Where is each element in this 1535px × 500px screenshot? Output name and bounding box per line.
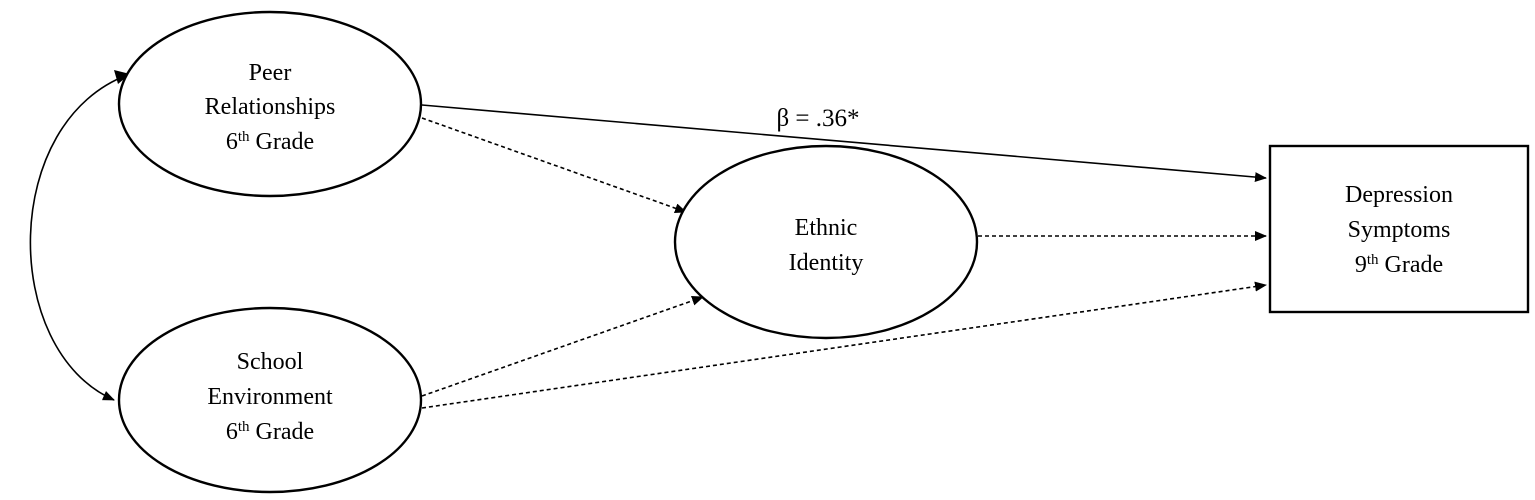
- edge-school-to-depression: [421, 281, 1267, 409]
- depression-line-2: Symptoms: [1348, 217, 1451, 243]
- peer-grade-word: Grade: [250, 129, 315, 155]
- school-environment-ellipse: [117, 306, 423, 494]
- school-grade-superscript: th: [238, 419, 250, 435]
- school-line-1: School: [237, 349, 304, 375]
- node-depression-symptoms: Depression Symptoms 9th Grade: [1268, 144, 1530, 314]
- node-school-environment: School Environment 6th Grade: [117, 306, 423, 494]
- peer-grade-number: 6: [226, 129, 238, 155]
- school-grade-word: Grade: [250, 419, 315, 445]
- edges: [29, 70, 1267, 409]
- node-peer-relationships: Peer Relationships 6th Grade: [117, 10, 423, 198]
- edge-label-peer-depression: β = .36*: [776, 105, 859, 132]
- peer-line-3: 6th Grade: [226, 129, 314, 155]
- depression-grade-word: Grade: [1379, 252, 1444, 278]
- school-line-2: Environment: [207, 384, 333, 410]
- school-grade-number: 6: [226, 419, 238, 445]
- edge-peer-to-ethnic-identity: [421, 117, 687, 214]
- peer-line-1: Peer: [249, 60, 292, 86]
- node-ethnic-identity: Ethnic Identity: [673, 144, 979, 340]
- ethnic-line-2: Identity: [789, 250, 864, 276]
- peer-relationships-ellipse: [117, 10, 423, 198]
- peer-grade-superscript: th: [238, 129, 250, 145]
- edge-school-to-ethnic-identity: [421, 295, 704, 397]
- depression-symptoms-box: [1268, 144, 1530, 314]
- peer-line-2: Relationships: [205, 94, 336, 120]
- ethnic-line-1: Ethnic: [795, 215, 858, 241]
- depression-grade-number: 9: [1355, 252, 1367, 278]
- edge-peer-school-covariance: [29, 73, 131, 401]
- ethnic-identity-ellipse: [673, 144, 979, 340]
- depression-grade-superscript: th: [1367, 252, 1379, 268]
- depression-line-1: Depression: [1345, 182, 1453, 208]
- covariance-arrowhead-top: [114, 70, 130, 84]
- edge-peer-to-depression: [421, 104, 1267, 183]
- depression-line-3: 9th Grade: [1355, 252, 1443, 278]
- school-line-3: 6th Grade: [226, 419, 314, 445]
